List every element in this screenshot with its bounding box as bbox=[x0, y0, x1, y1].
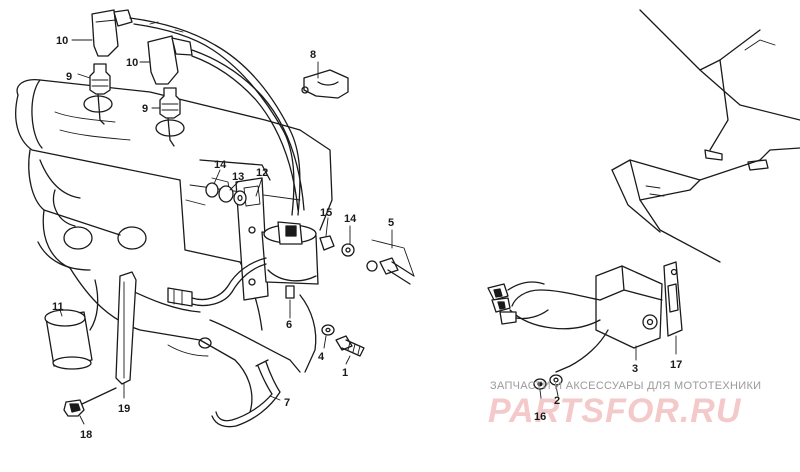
spacer-washer-13-14 bbox=[205, 182, 247, 206]
washer-2 bbox=[549, 374, 563, 386]
bolt-18 bbox=[63, 387, 117, 417]
watermark-caption: ЗАПЧАСТИ И АКСЕССУАРЫ ДЛЯ МОТОТЕХНИКИ bbox=[490, 380, 761, 392]
callout-11: 11 bbox=[52, 301, 64, 313]
coil-bracket bbox=[235, 177, 269, 301]
leader-lines bbox=[59, 39, 677, 425]
spark-plug-2 bbox=[155, 87, 185, 147]
callout-14: 14 bbox=[214, 159, 227, 171]
spark-plug-cap-2 bbox=[147, 35, 193, 85]
callout-numbers: 10 10 9 9 8 14 13 12 15 14 5 6 4 1 7 11 … bbox=[52, 35, 682, 441]
callout-2: 2 bbox=[554, 395, 560, 407]
strap-19 bbox=[115, 271, 137, 385]
callout-17: 17 bbox=[670, 359, 682, 371]
spacer-15-washer-14-bolt-5 bbox=[319, 235, 415, 285]
callout-9: 9 bbox=[142, 103, 148, 115]
callout-3: 3 bbox=[632, 363, 638, 375]
callout-10: 10 bbox=[126, 57, 138, 69]
frame-support bbox=[611, 9, 800, 263]
callout-13: 13 bbox=[232, 171, 244, 183]
bolt-1 bbox=[335, 335, 365, 357]
cdi-bracket-17 bbox=[663, 261, 683, 337]
callout-14: 14 bbox=[344, 213, 357, 225]
spark-plug-cap-1 bbox=[91, 9, 133, 57]
washer-4 bbox=[321, 324, 335, 336]
low-tension-lead bbox=[167, 257, 267, 307]
callout-1: 1 bbox=[342, 367, 348, 379]
cdi-unit bbox=[595, 265, 663, 349]
callout-5: 5 bbox=[388, 217, 394, 229]
callout-10: 10 bbox=[56, 35, 68, 47]
callout-6: 6 bbox=[286, 319, 292, 331]
spark-plug-1 bbox=[83, 63, 113, 125]
callout-19: 19 bbox=[118, 403, 130, 415]
callout-12: 12 bbox=[256, 167, 268, 179]
callout-7: 7 bbox=[284, 397, 290, 409]
callout-16: 16 bbox=[534, 411, 546, 423]
callout-18: 18 bbox=[80, 429, 92, 441]
high-tension-leads bbox=[129, 17, 305, 216]
callout-9: 9 bbox=[66, 71, 72, 83]
cable-clamp-7 bbox=[211, 359, 281, 428]
callout-15: 15 bbox=[320, 207, 332, 219]
lead-clamp bbox=[301, 69, 349, 99]
watermark: ЗАПЧАСТИ И АКСЕССУАРЫ ДЛЯ МОТОТЕХНИКИ PA… bbox=[488, 380, 761, 430]
sleeve-11 bbox=[44, 309, 93, 370]
engine-block bbox=[15, 79, 333, 413]
nut-16 bbox=[533, 378, 547, 390]
watermark-logo: PARTSFOR.RU bbox=[488, 392, 742, 430]
ignition-coil bbox=[261, 221, 319, 299]
callout-8: 8 bbox=[310, 49, 316, 61]
cdi-harness bbox=[487, 281, 609, 373]
callout-4: 4 bbox=[318, 351, 325, 363]
